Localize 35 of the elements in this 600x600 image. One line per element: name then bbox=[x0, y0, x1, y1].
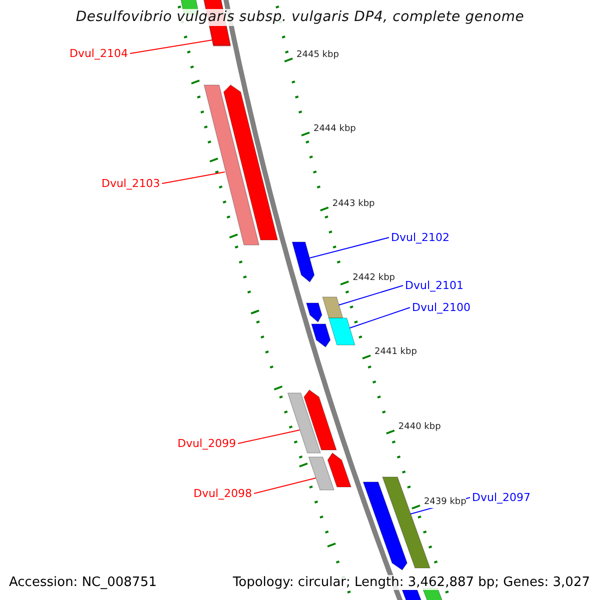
gene-feature bbox=[310, 324, 331, 348]
leader-line bbox=[162, 172, 226, 184]
tick-label: 2442 kbp bbox=[352, 273, 396, 284]
leader-line bbox=[338, 285, 404, 306]
gene-label: Dvul_2099 bbox=[177, 437, 236, 450]
tick-label: 2444 kbp bbox=[313, 124, 356, 135]
gene-feature bbox=[328, 318, 356, 346]
gene-feature bbox=[306, 302, 322, 323]
gene-label: Dvul_2101 bbox=[405, 279, 464, 292]
gene-feature bbox=[204, 84, 260, 246]
gene-feature bbox=[308, 456, 335, 490]
gene-label: Dvul_2103 bbox=[101, 177, 160, 190]
leader-line bbox=[309, 237, 390, 258]
leader-line bbox=[130, 40, 213, 54]
gene-label: Dvul_2102 bbox=[391, 231, 450, 244]
gene-feature bbox=[287, 392, 321, 454]
gene-feature bbox=[327, 452, 352, 488]
leader-line bbox=[238, 430, 300, 444]
tick-label: 2439 kbp bbox=[424, 497, 466, 508]
gene-label: Dvul_2100 bbox=[412, 301, 471, 314]
tick-label: 2445 kbp bbox=[296, 50, 339, 61]
tick-label: 2443 kbp bbox=[332, 199, 375, 210]
leader-line bbox=[254, 478, 316, 494]
gene-label: Dvul_2098 bbox=[193, 487, 252, 500]
gene-feature bbox=[292, 242, 315, 283]
footer-text: Topology: circular; Length: 3,462,887 bp; Genes: 3,027 bbox=[232, 575, 590, 590]
gene-feature bbox=[322, 296, 344, 318]
footer-text: Accession: NC_008751 bbox=[9, 575, 157, 590]
gene-label: Dvul_2104 bbox=[69, 47, 128, 60]
gene-label: Dvul_2097 bbox=[472, 491, 531, 504]
gene-feature bbox=[304, 389, 337, 450]
gene-feature bbox=[362, 482, 408, 571]
tick-label: 2441 kbp bbox=[374, 347, 417, 358]
tick-label: 2440 kbp bbox=[398, 422, 441, 433]
gene-feature bbox=[223, 84, 278, 240]
